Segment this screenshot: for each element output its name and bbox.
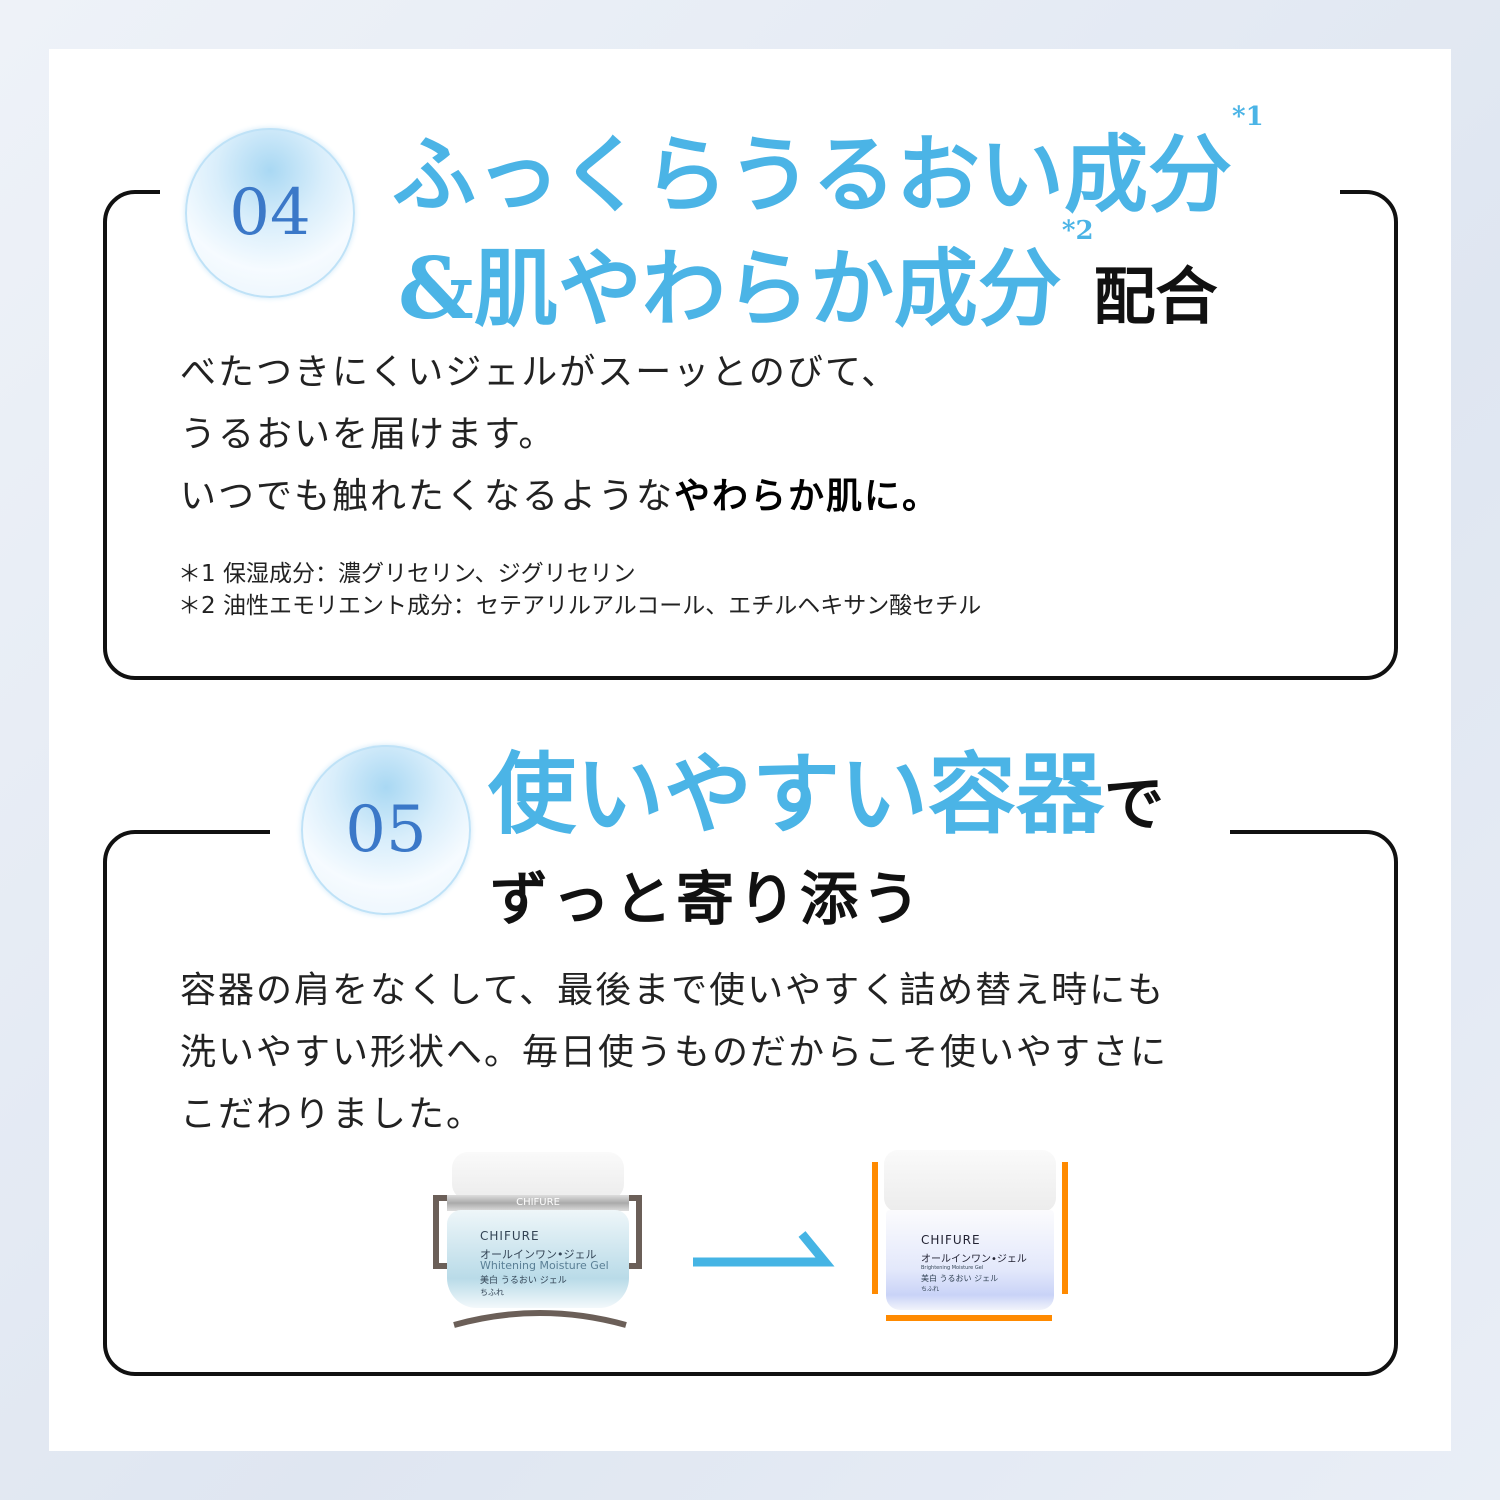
section-05-body: 容器の肩をなくして、最後まで使いやすく詰め替え時にも 洗いやすい形状へ。毎日使う… [180,970,1169,1135]
section-05-title-line1: 使いやすい容器で [488,742,1165,846]
section-04-body: べたつきにくいジェルがスーッとのびて、 うるおいを届けます。 いつでも触れたくな… [180,352,941,517]
footnotes: ＊1 保湿成分：濃グリセリン、ジグリセリン ＊2 油性エモリエント成分：セテアリ… [178,561,982,619]
section-04-title-line2: &肌やわらか成分*2配合 [398,216,1218,338]
number-badge-04: 04 [185,128,355,298]
number-badge-05: 05 [301,745,471,915]
section-05-title-line2: ずっと寄り添う [490,865,925,933]
section-04-title-line1: ふっくらうるおい成分*1 [392,102,1264,224]
arrow-right-icon [693,1231,835,1267]
